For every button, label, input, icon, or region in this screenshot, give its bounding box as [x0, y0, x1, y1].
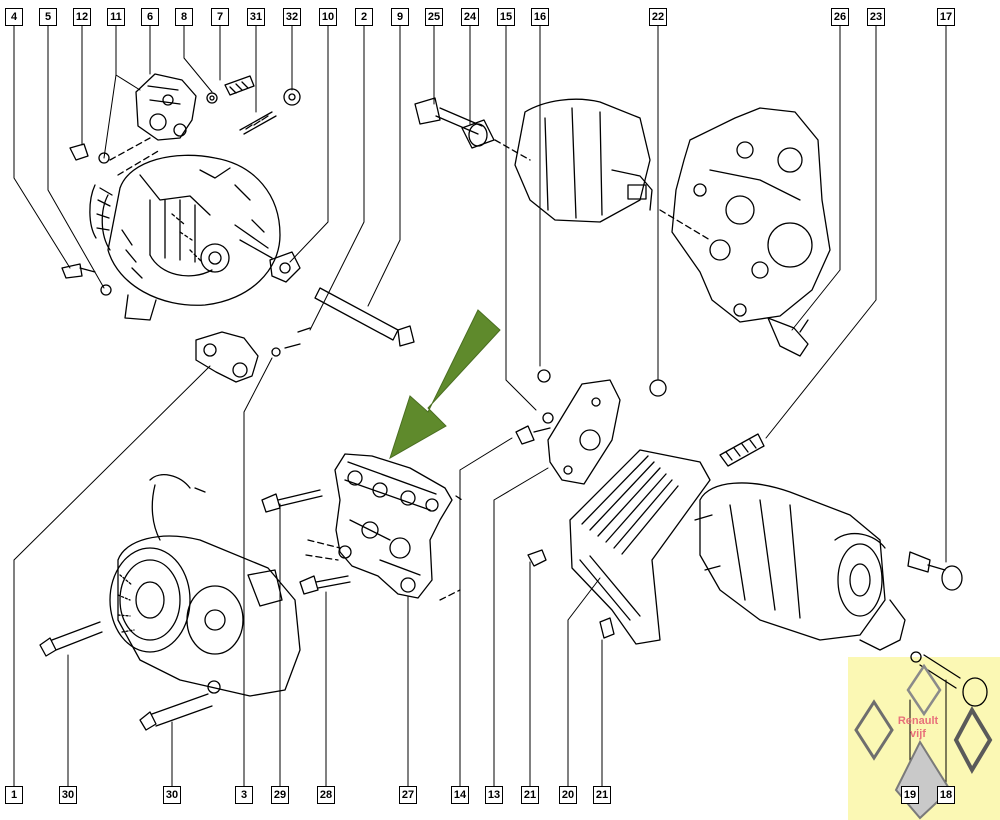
callout-4: 4 — [5, 8, 23, 26]
watermark-line2: vijf — [910, 728, 926, 740]
callout-30b: 30 — [163, 786, 181, 804]
callout-12: 12 — [73, 8, 91, 26]
callout-3: 3 — [235, 786, 253, 804]
renault-logo-left — [854, 699, 894, 761]
callout-28: 28 — [317, 786, 335, 804]
callout-6: 6 — [141, 8, 159, 26]
callout-19: 19 — [901, 786, 919, 804]
renault-logo-top — [906, 663, 942, 717]
callout-15: 15 — [497, 8, 515, 26]
callout-13: 13 — [485, 786, 503, 804]
callout-30a: 30 — [59, 786, 77, 804]
callout-20: 20 — [559, 786, 577, 804]
callout-11: 11 — [107, 8, 125, 26]
callout-16: 16 — [531, 8, 549, 26]
callout-14: 14 — [451, 786, 469, 804]
heat-shield — [569, 449, 711, 645]
callout-5: 5 — [39, 8, 57, 26]
callout-31: 31 — [247, 8, 265, 26]
lower-alternator-bracket — [195, 331, 259, 383]
watermark-line1: Renault — [897, 715, 939, 727]
starter-bolts — [719, 433, 988, 707]
callout-2: 2 — [355, 8, 373, 26]
long-bolt — [271, 287, 415, 357]
callout-10: 10 — [319, 8, 337, 26]
watermark-text: Renault vijf — [884, 715, 952, 741]
small-fasteners-top — [61, 75, 301, 296]
callout-21b: 21 — [593, 786, 611, 804]
callout-7: 7 — [211, 8, 229, 26]
leader-lines — [13, 21, 947, 791]
shield-bracket — [547, 379, 621, 485]
callout-23: 23 — [867, 8, 885, 26]
callout-18: 18 — [937, 786, 955, 804]
shield-fasteners — [515, 369, 667, 639]
callout-17: 17 — [937, 8, 955, 26]
callout-24: 24 — [461, 8, 479, 26]
alternator — [89, 137, 281, 321]
callout-8: 8 — [175, 8, 193, 26]
bracket-bolts — [261, 489, 351, 595]
callout-1: 1 — [5, 786, 23, 804]
renault-diamond-logo-icon — [894, 739, 952, 820]
arrow-pointer-icon — [389, 309, 501, 460]
belt-tensioner — [269, 251, 301, 283]
callout-29: 29 — [271, 786, 289, 804]
callout-21a: 21 — [521, 786, 539, 804]
upper-alternator-bracket — [135, 73, 197, 141]
callout-22: 22 — [649, 8, 667, 26]
pump-mounting-bracket — [671, 107, 831, 357]
callout-25: 25 — [425, 8, 443, 26]
ac-compressor — [39, 474, 301, 731]
power-steering-pump — [414, 97, 711, 241]
callout-32: 32 — [283, 8, 301, 26]
callout-27: 27 — [399, 786, 417, 804]
renault-logo-right — [953, 705, 993, 775]
engine-mount-bracket — [305, 453, 463, 601]
starter-motor — [694, 482, 906, 651]
callout-9: 9 — [391, 8, 409, 26]
callout-26: 26 — [831, 8, 849, 26]
